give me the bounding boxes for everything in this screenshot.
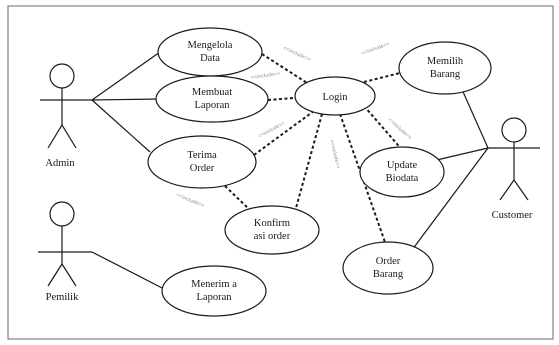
use-case-update-biodata: Update Biodata (359, 146, 445, 198)
use-case-label: Barang (373, 269, 404, 280)
use-case-label: Biodata (386, 173, 419, 184)
use-case-label: Data (200, 53, 220, 64)
include-membuat-login (267, 96, 307, 101)
use-case-terima-order: Terima Order (147, 135, 257, 189)
actor-admin: Admin (40, 63, 92, 169)
use-case-label: Order (190, 163, 215, 174)
use-case-label: Barang (430, 69, 461, 80)
use-case-label: Login (322, 92, 348, 103)
stereotype-label: <<include>> (250, 71, 280, 81)
include-memilih-login (363, 71, 405, 83)
include-terima-login (253, 107, 319, 156)
use-case-menerima-laporan: Menerim a Laporan (161, 265, 267, 317)
use-case-label: Menerim a (191, 279, 237, 290)
use-case-label: Update (387, 160, 418, 171)
use-case-memilih-barang: Memilih Barang (398, 41, 492, 95)
stick-figure-icon (38, 201, 92, 287)
use-case-membuat-laporan: Membuat Laporan (155, 75, 269, 123)
include-terima-konfirmasi (224, 185, 253, 213)
assoc-pemilik-menerima-laporan (91, 251, 167, 291)
use-case-mengelola-data: Mengelola Data (157, 27, 263, 77)
use-case-label: Laporan (197, 292, 233, 303)
include-order-login (339, 113, 387, 246)
actor-pemilik: Pemilik (38, 201, 92, 303)
assoc-admin-terima-order (91, 99, 151, 153)
use-case-label: Memilih (427, 56, 464, 67)
use-case-label: Order (376, 256, 401, 267)
assoc-customer-order-barang (411, 147, 489, 251)
use-case-label: Membuat (192, 87, 232, 98)
use-case-order-barang: Order Barang (342, 241, 434, 295)
stick-figure-icon (40, 63, 92, 149)
actor-label: Customer (492, 210, 533, 221)
assoc-admin-mengelola-data (91, 51, 161, 101)
use-case-label: Terima (187, 150, 217, 161)
assoc-customer-memilih-barang (459, 84, 489, 149)
actor-customer: Customer (488, 117, 540, 221)
assoc-admin-membuat-laporan (91, 98, 159, 101)
use-case-label: Konfirm (254, 218, 290, 229)
use-case-konfirmasi-order: Konfirm asi order (224, 205, 320, 255)
actor-label: Pemilik (46, 292, 79, 303)
stick-figure-icon (488, 117, 540, 201)
use-case-login: Login (294, 76, 376, 116)
include-update-login (363, 105, 405, 153)
use-case-label: Laporan (195, 100, 231, 111)
actor-label: Admin (45, 158, 75, 169)
use-case-label: asi order (254, 231, 291, 242)
use-case-label: Mengelola (188, 40, 233, 51)
